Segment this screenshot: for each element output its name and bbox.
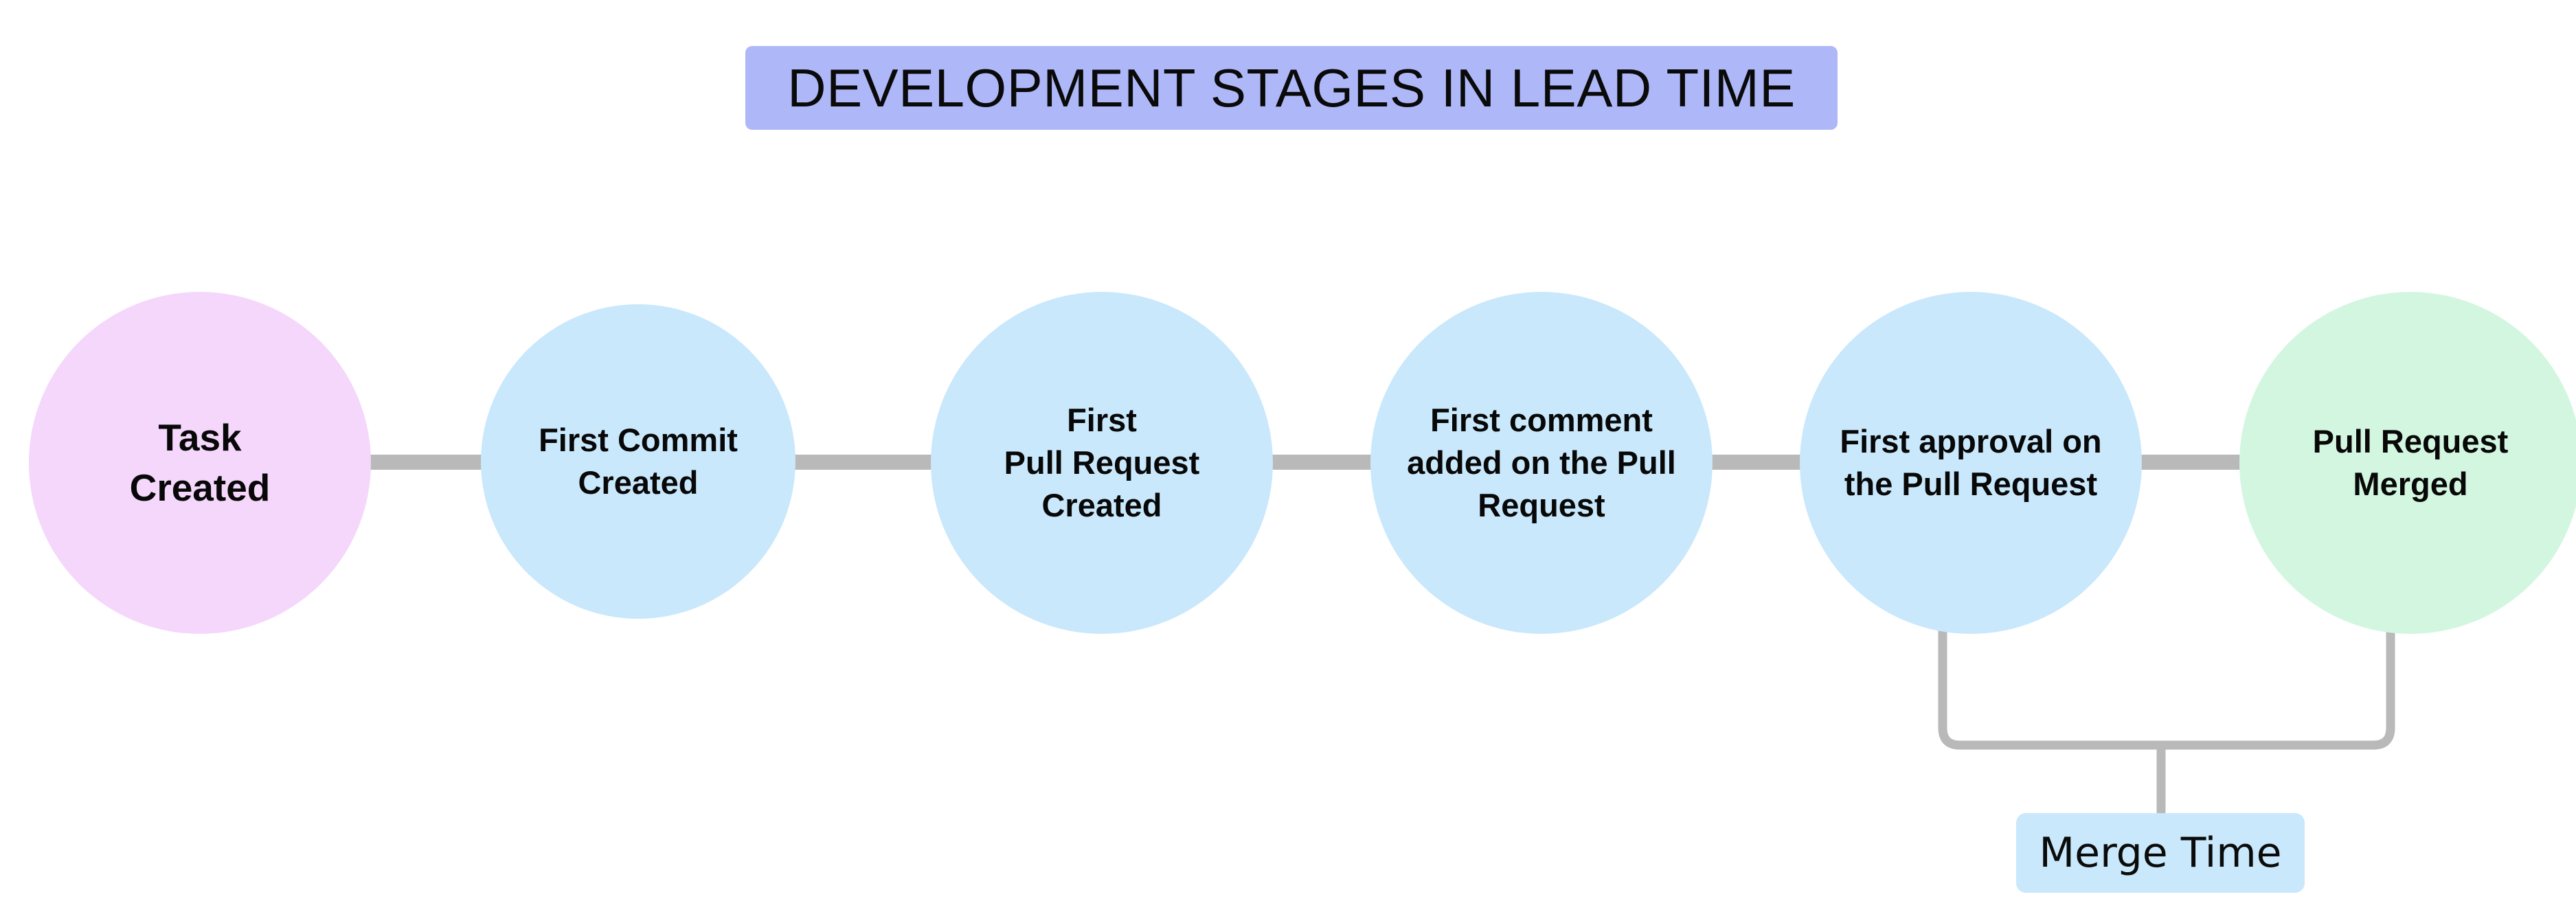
- connector-rail-5-6: [2102, 455, 2281, 470]
- stage-label: First Pull Request Created: [1004, 401, 1200, 524]
- stage-node-task-created[interactable]: Task Created: [29, 292, 371, 634]
- stage-label: First comment added on the Pull Request: [1407, 401, 1676, 524]
- stage-label: First Commit Created: [539, 421, 738, 501]
- page-title-banner: DEVELOPMENT STAGES IN LEAD TIME: [745, 46, 1838, 130]
- stage-label: Task Created: [129, 416, 271, 509]
- connector-rail-2-3: [790, 455, 969, 470]
- stage-label: First approval on the Pull Request: [1840, 422, 2102, 502]
- stage-node-first-approval-on-pull-request[interactable]: First approval on the Pull Request: [1800, 292, 2142, 634]
- page-title: DEVELOPMENT STAGES IN LEAD TIME: [787, 58, 1796, 118]
- stage-node-first-commit-created[interactable]: First Commit Created: [481, 304, 795, 619]
- merge-time-bracket: [1938, 624, 2395, 816]
- stage-node-first-comment-on-pull-request[interactable]: First comment added on the Pull Request: [1370, 292, 1713, 634]
- connector-rail-1-2: [337, 455, 515, 470]
- stage-label: Pull Request Merged: [2312, 422, 2509, 502]
- merge-time-chip[interactable]: Merge Time: [2016, 813, 2305, 893]
- merge-time-bracket-path: [1938, 624, 2395, 750]
- connector-rail-3-4: [1230, 455, 1408, 470]
- merge-time-label: Merge Time: [2039, 829, 2282, 877]
- stage-node-first-pull-request-created[interactable]: First Pull Request Created: [931, 292, 1273, 634]
- stage-node-pull-request-merged[interactable]: Pull Request Merged: [2239, 292, 2576, 634]
